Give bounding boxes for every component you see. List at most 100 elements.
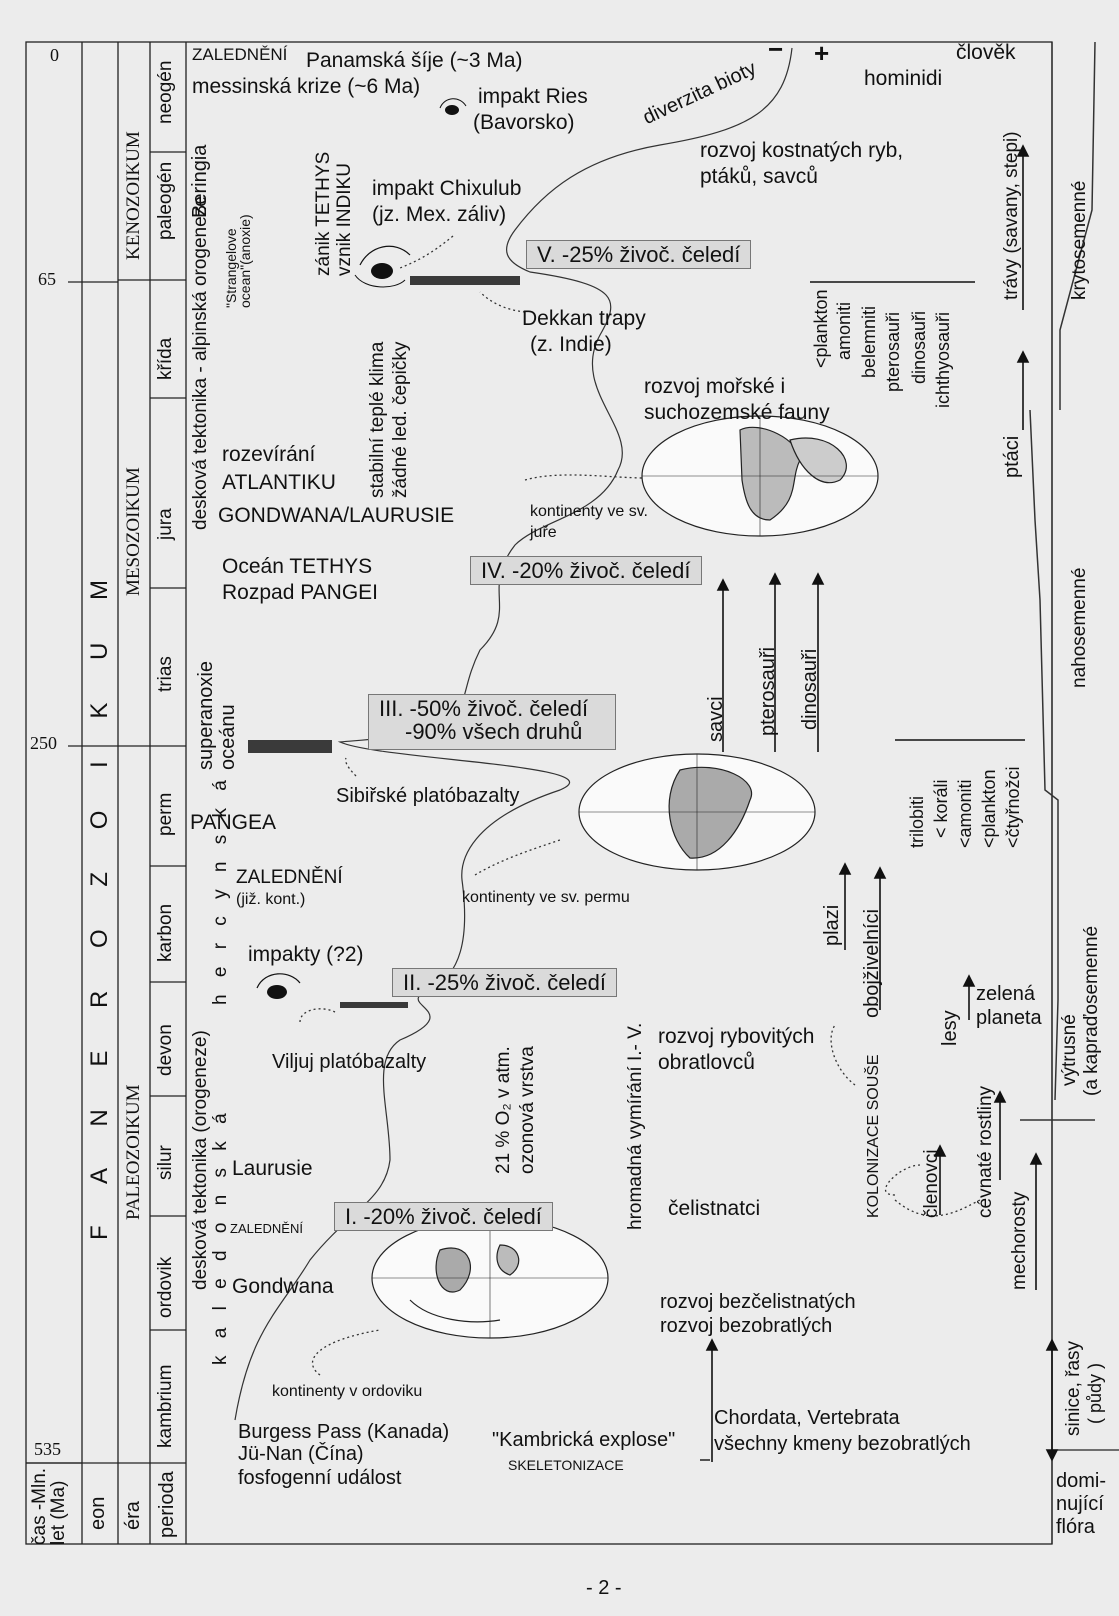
event-dekkan-2: (z. Indie) bbox=[530, 333, 612, 356]
event-climate-1: stabilní teplé klima bbox=[367, 341, 388, 498]
event-chordata: Chordata, Vertebrata bbox=[714, 1407, 900, 1429]
era-kenozoikum: KENOZOIKUM bbox=[123, 131, 144, 260]
col-label-eon: eon bbox=[87, 1496, 109, 1530]
event-zaledneni-karbon-2: (již. kont.) bbox=[236, 891, 306, 908]
event-tethys-end-2: vznik INDIKU bbox=[334, 163, 355, 276]
biota-ozon-1: 21 % O₂ v atm. bbox=[493, 1046, 514, 1174]
extinction-iii-line-2: -90% všech druhů bbox=[405, 719, 583, 745]
flora-nahosemenne: nahosemenné bbox=[1069, 567, 1090, 688]
pt-extinct-amoniti: <amoniti bbox=[955, 779, 975, 848]
event-junan: Jü-Nan (Čína) bbox=[238, 1443, 364, 1465]
biota-bezobratlych: rozvoj bezobratlých bbox=[660, 1315, 833, 1337]
tick-65: 65 bbox=[38, 269, 56, 289]
event-siberian: Sibiřské platóbazalty bbox=[336, 785, 520, 807]
diverzita-plus: + bbox=[814, 38, 830, 68]
biota-zelena-2: planeta bbox=[976, 1007, 1042, 1029]
map-ordovik bbox=[371, 1217, 609, 1339]
biota-rybovitych-2: obratlovců bbox=[658, 1051, 755, 1074]
event-superanoxie-1: superanoxie bbox=[195, 661, 217, 770]
col-label-era: éra bbox=[122, 1501, 144, 1530]
flora-dominujici: domi- nující flóra bbox=[1056, 1470, 1107, 1538]
biota-pterosauri: pterosauři bbox=[757, 647, 779, 736]
biota-obojzivelnici: obojživelníci bbox=[861, 909, 883, 1018]
extinction-iii-line-1: III. -50% živoč. čeledí bbox=[379, 696, 589, 721]
period-trias: trias bbox=[155, 656, 176, 692]
impact-icons bbox=[256, 98, 467, 999]
event-gondwana: Gondwana bbox=[232, 1275, 334, 1298]
period-kambrium: kambrium bbox=[155, 1364, 176, 1448]
event-atlantic-2: ATLANTIKU bbox=[222, 471, 336, 494]
event-viljuj: Viljuj platóbazalty bbox=[272, 1051, 427, 1073]
kr-extinct-plankton: <plankton bbox=[811, 289, 831, 368]
event-burgess: Burgess Pass (Kanada) bbox=[238, 1421, 450, 1443]
kr-extinct-dinosauri: dinosauři bbox=[909, 310, 929, 384]
event-kmeny: všechny kmeny bezobratlých bbox=[714, 1433, 971, 1455]
tick-535: 535 bbox=[34, 1439, 61, 1459]
extinction-ii: II. -25% živoč. čeledí bbox=[392, 968, 617, 998]
biota-ptaci: ptáci bbox=[1001, 435, 1023, 478]
biota-mechorosty: mechorosty bbox=[1009, 1191, 1030, 1290]
event-tethys-1: Oceán TETHYS bbox=[222, 555, 373, 578]
kr-extinct-ichthyosauri: ichthyosauři bbox=[933, 311, 953, 408]
event-tethys-end-1: zánik TETHYS bbox=[313, 151, 334, 276]
period-krida: křída bbox=[155, 337, 176, 380]
event-zaledneni-ordovik: ZALEDNĚNÍ bbox=[230, 1221, 303, 1236]
biota-kolonizace: KOLONIZACE SOUŠE bbox=[865, 1054, 882, 1218]
pt-extinct-ctyrnozci: <čtyřnožci bbox=[1003, 766, 1023, 848]
era-mesozoikum: MESOZOIKUM bbox=[123, 467, 144, 596]
biota-ozon-2: ozonová vrstva bbox=[517, 1046, 538, 1174]
flora-vytrusne-1: výtrusné bbox=[1059, 1014, 1080, 1086]
map-caption-jura: kontinenty ve sv. juře bbox=[530, 503, 648, 541]
flora-vytrusne-2: (a kapraďosemenné bbox=[1081, 925, 1102, 1096]
page-number: - 2 - bbox=[586, 1577, 622, 1599]
flora-sinice-1: sinice, řasy bbox=[1063, 1340, 1084, 1436]
era-paleozoikum: PALEOZOIKUM bbox=[123, 1084, 144, 1220]
event-climate-2: žádné led. čepičky bbox=[390, 341, 411, 498]
event-skeletonizace: SKELETONIZACE bbox=[508, 1457, 624, 1473]
event-pangea: PANGEA bbox=[190, 811, 276, 834]
period-paleogen: paleogén bbox=[155, 161, 176, 240]
biota-dinosauri: dinosauři bbox=[799, 648, 821, 730]
biota-hominidi: hominidi bbox=[864, 67, 943, 90]
map-caption-ordovik: kontinenty v ordoviku bbox=[272, 1383, 423, 1400]
extinction-iii: III. -50% živoč. čeledí -90% všech druhů bbox=[368, 694, 616, 750]
tick-0: 0 bbox=[50, 45, 59, 65]
period-neogen: neogén bbox=[155, 60, 176, 124]
orogeny-hercynian-line: desková tektonika (orogeneze) bbox=[190, 1030, 211, 1290]
extinction-v: V. -25% živoč. čeledí bbox=[526, 240, 752, 270]
flora-sinice-2: ( půdy ) bbox=[1085, 1362, 1105, 1424]
period-karbon: karbon bbox=[155, 903, 176, 962]
time-axis-header: čas -Mln. let (Ma) bbox=[29, 1467, 69, 1545]
event-ries-2: (Bavorsko) bbox=[473, 111, 575, 134]
period-perm: perm bbox=[155, 792, 176, 836]
map-jura bbox=[641, 415, 879, 537]
biota-rybovitych-1: rozvoj rybovitých bbox=[658, 1025, 815, 1048]
event-atlantic-1: rozevírání bbox=[222, 443, 316, 466]
event-messinian: messinská krize (~6 Ma) bbox=[192, 75, 421, 98]
col-label-period: perioda bbox=[156, 1471, 178, 1538]
event-gondwana-laurusie: GONDWANA/LAURUSIE bbox=[218, 504, 455, 527]
event-tethys-2: Rozpad PANGEI bbox=[222, 581, 379, 604]
event-panama: Panamská šíje (~3 Ma) bbox=[306, 49, 523, 72]
period-jura: jura bbox=[155, 508, 176, 540]
event-superanoxie-2: oceánu bbox=[217, 704, 239, 770]
extinction-iv: IV. -20% živoč. čeledí bbox=[470, 556, 702, 586]
event-ries-1: impakt Ries bbox=[478, 85, 588, 108]
event-kambricka: "Kambrická explose" bbox=[492, 1429, 676, 1451]
map-caption-perm: kontinenty ve sv. permu bbox=[462, 889, 630, 906]
biota-morske-2: suchozemské fauny bbox=[644, 401, 830, 424]
biota-savci: savci bbox=[705, 696, 727, 742]
orogeny-hercynian: h e r c y n s k á bbox=[210, 774, 231, 1005]
biota-clovek: člověk bbox=[956, 41, 1016, 64]
event-laurusie: Laurusie bbox=[232, 1157, 313, 1180]
flora-krytosemenne: krytosemenné bbox=[1069, 180, 1090, 300]
orogeny-alpine: desková tektonika - alpinská orogeneze bbox=[190, 196, 211, 530]
event-zaledneni-karbon-1: ZALEDNĚNÍ bbox=[236, 867, 343, 888]
kr-extinct-amoniti: amoniti bbox=[834, 301, 854, 360]
map-perm bbox=[578, 753, 816, 871]
period-ordovik: ordovik bbox=[155, 1256, 176, 1318]
orogeny-caledonian: k a l e d o n s k á bbox=[210, 1107, 231, 1365]
pt-extinct-plankton: <plankton bbox=[979, 769, 999, 848]
event-fosfogenni: fosfogenní událost bbox=[238, 1467, 402, 1489]
event-dekkan-1: Dekkan trapy bbox=[522, 307, 646, 330]
